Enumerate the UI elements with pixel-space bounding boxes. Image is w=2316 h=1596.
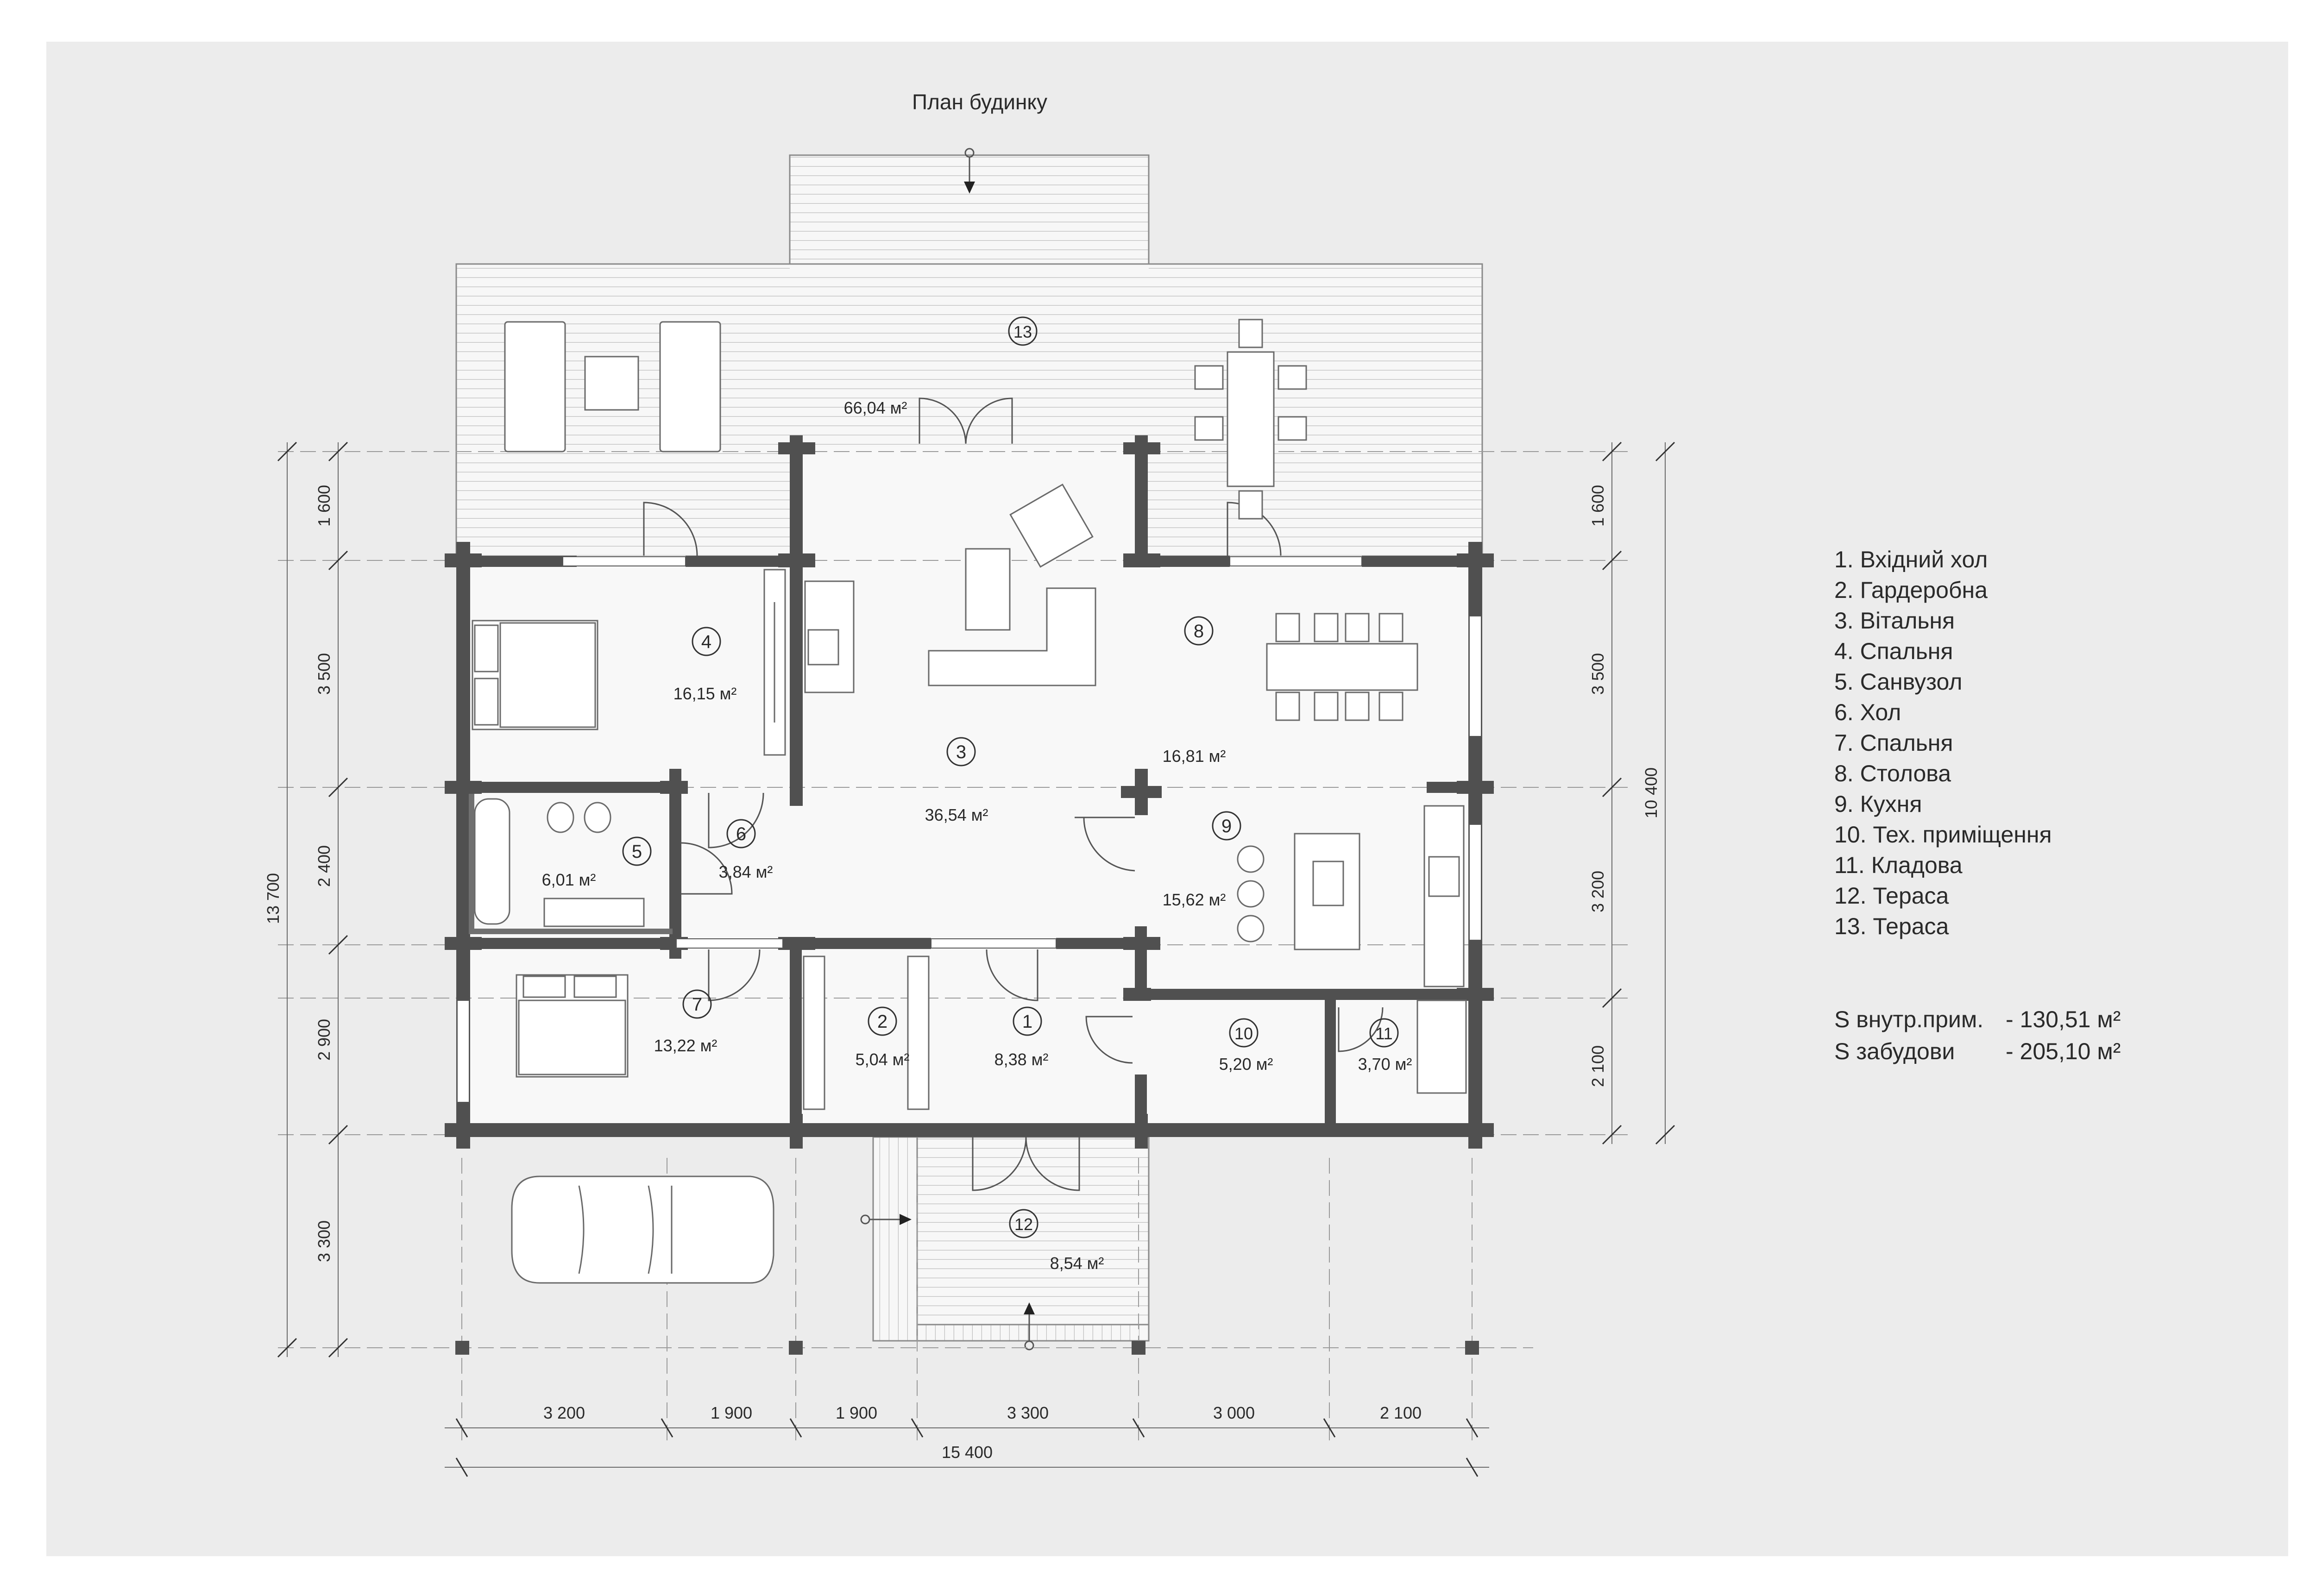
legend-item-9: 9. Кухня [1834,791,1922,817]
room-11-number: 11 [1375,1024,1392,1043]
legend-item-4: 4. Спальня [1834,638,1953,664]
left-ticks [277,441,348,1358]
terrace-sofa-right [659,321,721,452]
dim-bottom-3: 1 900 [836,1403,877,1422]
room-12-area: 8,54 м² [1050,1254,1104,1273]
legend-item-5: 5. Санвузол [1834,669,1962,695]
room-4-number: 4 [701,632,711,652]
room-6-number: 6 [736,824,746,844]
built-area-label: S забудови [1834,1038,1955,1064]
legend-item-2: 2. Гардеробна [1834,577,1988,603]
room-2-area: 5,04 м² [856,1050,910,1069]
room-5-area: 6,01 м² [542,870,596,889]
right-ticks [1602,441,1675,1145]
dining-table [1266,643,1418,691]
terrace-sofa-left [504,321,566,452]
interior-area-label: S внутр.прим. [1834,1006,1983,1032]
legend-item-7: 7. Спальня [1834,730,1953,756]
legend-item-13: 13. Тераса [1834,913,1949,939]
log-corners [445,435,1494,1149]
legend-item-3: 3. Вітальня [1834,608,1955,634]
terrace-coffee-table [584,356,639,411]
legend-item-12: 12. Тераса [1834,883,1949,909]
side-entry-arrow-icon [900,1214,912,1225]
cooktop-icon [1428,856,1460,897]
bathtub [474,798,510,925]
front-entry-arrow-icon [1024,1302,1035,1314]
room-11-area: 3,70 м² [1358,1055,1412,1074]
room-3-number: 3 [956,742,966,762]
doors [643,397,1384,1191]
room-1-area: 8,38 м² [994,1050,1049,1069]
bottom-ticks [455,1418,1479,1477]
dim-left-4: 2 900 [315,1019,334,1061]
coffee-table [965,548,1011,631]
columns [455,1341,1479,1355]
room-9-area: 15,62 м² [1163,890,1226,909]
room-8-area: 16,81 м² [1163,747,1226,766]
room-5-number: 5 [632,842,642,862]
dimensions [277,441,1675,1477]
furniture [472,319,1467,1284]
dim-right-4: 2 100 [1588,1045,1607,1087]
dim-bottom-6: 2 100 [1380,1403,1422,1422]
room-10-area: 5,20 м² [1219,1055,1273,1074]
dimension-labels: 3 200 1 900 1 900 3 300 3 000 2 100 15 4… [264,485,1661,1462]
interior-area-value: - 130,51 м² [2006,1006,2121,1032]
room-7-area: 13,22 м² [654,1036,717,1055]
dim-left-2: 3 500 [315,653,334,695]
legend-item-8: 8. Столова [1834,760,1951,786]
legend-item-1: 1. Вхідний хол [1834,547,1988,572]
room-markers [622,316,1399,1238]
dim-right-3: 3 200 [1588,871,1607,912]
room-legend: 1. Вхідний хол 2. Гардеробна 3. Вітальня… [1834,547,2121,1064]
dim-bottom-total: 15 400 [942,1443,993,1462]
room-numbers: 1 2 3 4 5 6 7 8 9 10 11 12 13 [632,322,1393,1234]
room-7-number: 7 [692,994,702,1015]
terrace-dining-table [1227,351,1275,487]
dim-left-3: 2 400 [315,845,334,887]
car [511,1175,774,1284]
dim-bottom-2: 1 900 [711,1403,752,1422]
room-12-number: 12 [1014,1215,1033,1234]
room-9-number: 9 [1221,816,1232,836]
bathroom-vanity [543,898,645,927]
dim-right-2: 3 500 [1588,653,1607,695]
dim-right-total: 10 400 [1642,767,1661,818]
legend-item-6: 6. Хол [1834,699,1901,725]
dim-right-1: 1 600 [1588,485,1607,527]
dim-bottom-4: 3 300 [1007,1403,1049,1422]
room-13-area: 66,04 м² [844,398,907,417]
built-area-value: - 205,10 м² [2006,1038,2121,1064]
entry-arrow-icon [964,182,975,194]
legend-item-11: 11. Кладова [1834,852,1963,878]
entry-marker-icon [964,148,975,158]
room-1-number: 1 [1022,1012,1032,1032]
corner-sofa [928,587,1096,686]
plan-title: План будинку [912,90,1047,114]
dim-bottom-1: 3 200 [543,1403,585,1422]
lounge-chair [1009,484,1094,568]
dim-left-total: 13 700 [264,873,283,924]
terrace-12 [860,1136,1150,1351]
room-8-number: 8 [1194,621,1204,641]
room-3-area: 36,54 м² [925,805,988,824]
room-6-area: 3,84 м² [719,862,773,881]
dim-left-1: 1 600 [315,485,334,527]
room-areas: 8,38 м² 5,04 м² 36,54 м² 16,15 м² 6,01 м… [542,398,1412,1273]
dim-bottom-5: 3 000 [1213,1403,1255,1422]
dim-left-5: 3 300 [315,1220,334,1262]
legend-item-10: 10. Тех. приміщення [1834,822,2052,848]
room-10-number: 10 [1234,1024,1253,1043]
room-2-number: 2 [877,1012,887,1032]
windows [457,556,1482,1103]
room-13-number: 13 [1013,322,1032,341]
room-4-area: 16,15 м² [673,684,737,703]
